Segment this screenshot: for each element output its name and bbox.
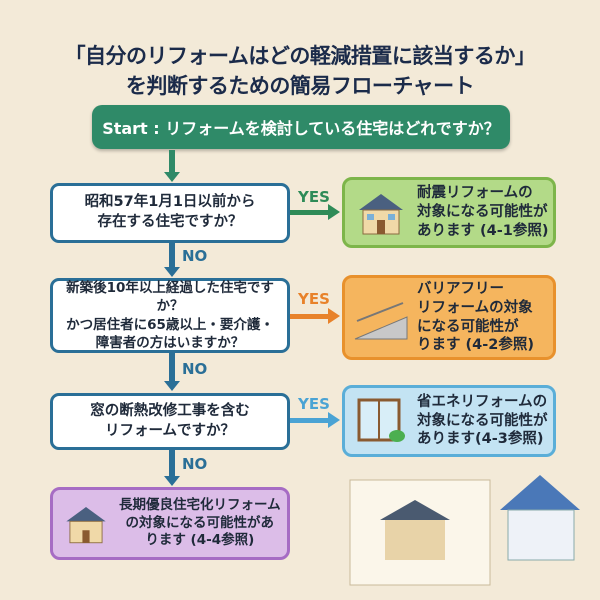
no-arrow-2 xyxy=(169,353,175,383)
arrow-head xyxy=(328,204,348,220)
yes-arrow-3 xyxy=(290,418,330,423)
result-3: 省エネリフォームの 対象になる可能性が あります(4-3参照) xyxy=(342,385,556,457)
yes-label-1: YES xyxy=(298,188,330,206)
result-1-text: 耐震リフォームの 対象になる可能性が あります (4-1参照) xyxy=(417,185,549,239)
result-2-text: バリアフリー リフォームの対象 になる可能性が ります (4-2参照) xyxy=(417,280,534,354)
result-4: 長期優良住宅化リフォーム の対象になる可能性があ ります (4-4参照) xyxy=(50,487,290,560)
arrow-head xyxy=(328,412,348,428)
no-label-3: NO xyxy=(182,455,208,473)
yes-label-3: YES xyxy=(298,395,330,413)
window-leaf-icon xyxy=(357,398,405,442)
house-icon xyxy=(66,506,106,543)
question-2: 新築後10年以上経過した住宅ですか？ かつ居住者に65歳以上・要介護・ 障害者の… xyxy=(50,278,290,353)
result-2: バリアフリー リフォームの対象 になる可能性が ります (4-2参照) xyxy=(342,275,556,360)
arrow-head xyxy=(164,381,180,399)
no-label-1: NO xyxy=(182,247,208,265)
question-1: 昭和57年1月1日以前から 存在する住宅ですか？ xyxy=(50,183,290,243)
houses-illustration xyxy=(349,475,580,586)
yes-arrow-1 xyxy=(290,210,330,215)
title-line-1: 「自分のリフォームはどの軽減措置に該当するか」 xyxy=(64,44,536,68)
result-1: 耐震リフォームの 対象になる可能性が あります (4-1参照) xyxy=(342,177,556,248)
yes-label-2: YES xyxy=(298,290,330,308)
arrow-head xyxy=(328,308,348,324)
yes-arrow-2 xyxy=(290,314,330,319)
no-arrow-3 xyxy=(169,450,175,478)
arrow-head xyxy=(164,267,180,285)
ramp-icon xyxy=(354,301,408,339)
no-arrow-1 xyxy=(169,243,175,269)
result-3-text: 省エネリフォームの 対象になる可能性が あります(4-3参照) xyxy=(417,393,548,448)
house-icon xyxy=(359,193,403,234)
arrow-head xyxy=(164,476,180,494)
result-4-text: 長期優良住宅化リフォーム の対象になる可能性があ ります (4-4参照) xyxy=(119,497,281,549)
start-node: Start : リフォームを検討している住宅はどれですか？ xyxy=(92,105,510,149)
question-3: 窓の断熱改修工事を含む リフォームですか？ xyxy=(50,393,290,450)
no-label-2: NO xyxy=(182,360,208,378)
title-line-2: を判断するための簡易フローチャート xyxy=(125,74,475,98)
arrow-head xyxy=(164,172,180,190)
arrow-start xyxy=(169,150,175,174)
